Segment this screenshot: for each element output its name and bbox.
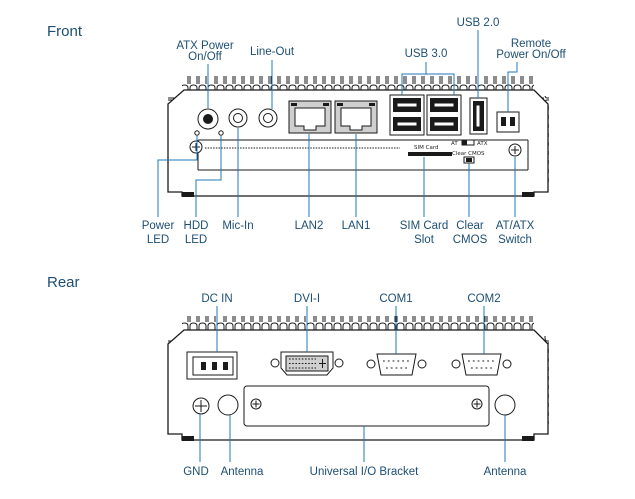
usb30-leader — [401, 62, 455, 95]
at-print: AT — [451, 141, 458, 147]
atx-power-button-core — [203, 114, 213, 124]
dvi-screw-left — [270, 358, 280, 368]
dvi-screw-right — [334, 358, 344, 368]
lan2-socket — [294, 107, 326, 131]
hdd-led-leader — [195, 136, 222, 217]
lan1-led-left — [337, 103, 343, 106]
dvi-analog-pins — [319, 359, 326, 368]
lan2-led-left — [291, 103, 297, 106]
com1-label: COM1 — [379, 293, 412, 305]
mic-in-label: Mic-In — [222, 220, 253, 232]
remote-power-connector — [496, 111, 520, 133]
rear-panel — [167, 316, 549, 441]
remote-power-label-2: Power On/Off — [496, 49, 566, 61]
com2-screw-right — [502, 359, 512, 369]
rear-section-title: Rear — [47, 274, 80, 291]
com1-port — [376, 353, 417, 376]
front-screw-right-slot — [511, 146, 519, 154]
dvi-label: DVI-I — [294, 293, 320, 305]
rear-foot-right — [522, 436, 534, 441]
com2-label: COM2 — [467, 293, 500, 305]
front-foot-right — [522, 192, 534, 197]
usb30-port-3-tongue — [433, 102, 455, 108]
remote-power-leader — [507, 62, 518, 112]
sim-slot-label-2: Slot — [414, 234, 435, 246]
remote-power-label-1: Remote — [511, 38, 551, 50]
usb20-tongue — [475, 104, 481, 128]
front-leaders — [157, 30, 518, 217]
front-lower-panel — [197, 139, 529, 171]
sim-card-slot — [408, 152, 452, 156]
rear-top-fins — [182, 316, 534, 332]
dc-in-pin-2 — [212, 362, 217, 370]
rear-leaders — [199, 306, 506, 462]
rear-foot-left — [182, 436, 194, 441]
dvi-pins — [289, 358, 316, 369]
antenna-hole-right — [494, 394, 516, 416]
lan2-led-right — [323, 103, 329, 106]
hdd-led — [218, 130, 224, 136]
lan2-label: LAN2 — [295, 220, 324, 232]
usb30-port-2-tongue — [396, 121, 418, 127]
clear-cmos-label-2: CMOS — [453, 234, 488, 246]
at-atx-label-1: AT/ATX — [496, 220, 535, 232]
front-section-title: Front — [47, 23, 83, 40]
hdd-led-label-1: HDD — [184, 220, 209, 232]
power-led-label-2: LED — [147, 234, 169, 246]
gnd-screw-slot — [195, 400, 207, 412]
com1-screw-right — [417, 359, 427, 369]
line-out-jack-inner — [263, 113, 273, 123]
line-out-label: Line-Out — [250, 46, 295, 58]
hdd-led-label-2: LED — [185, 234, 207, 246]
com2-port — [461, 353, 502, 376]
clear-cmos-label-1: Clear — [456, 220, 484, 232]
sim-slot-label-1: SIM Card — [400, 220, 449, 232]
dc-in-pin-1 — [201, 362, 206, 370]
antenna-left-label: Antenna — [221, 466, 264, 478]
dc-in-label: DC IN — [201, 293, 232, 305]
com2-screw-left — [451, 359, 461, 369]
power-led — [194, 130, 200, 136]
lan1-socket — [340, 107, 372, 131]
dvi-pin-field — [285, 355, 329, 372]
usb20-label: USB 2.0 — [457, 17, 500, 29]
front-foot-left — [182, 192, 194, 197]
at-atx-label-2: Switch — [498, 234, 532, 246]
mic-in-jack-inner — [233, 113, 243, 123]
atx-power-label-2: On/Off — [188, 51, 222, 63]
usb30-label: USB 3.0 — [405, 48, 448, 60]
usb30-port-4-tongue — [433, 121, 455, 127]
remote-power-pin-1 — [501, 117, 506, 126]
atx-power-label-1: ATX Power — [176, 40, 233, 52]
gnd-label: GND — [183, 466, 209, 478]
dc-in-pin-3 — [223, 362, 228, 370]
remote-power-pin-2 — [510, 117, 515, 126]
bracket-screw-left-slot — [252, 400, 260, 408]
bracket-screw-right-slot — [473, 400, 481, 408]
sim-card-print: SIM Card — [414, 145, 438, 151]
power-led-label-1: Power — [142, 220, 175, 232]
usb30-port-1-tongue — [396, 102, 418, 108]
com1-screw-left — [366, 359, 376, 369]
com2-pins — [468, 360, 495, 369]
power-led-leader — [157, 136, 198, 217]
clear-cmos-jumper-cap — [466, 158, 472, 162]
lan1-label: LAN1 — [342, 220, 371, 232]
com1-pins — [383, 360, 410, 369]
universal-io-bracket — [243, 385, 490, 427]
front-panel: SIM Card AT ATX Clear CMOS — [167, 76, 549, 197]
front-top-fins — [182, 76, 534, 92]
atx-print: ATX — [477, 141, 488, 147]
front-labels: ATX Power On/Off Line-Out USB 2.0 USB 3.… — [142, 17, 567, 246]
clear-cmos-print: Clear CMOS — [452, 151, 485, 157]
antenna-right-label: Antenna — [484, 466, 527, 478]
at-atx-slider-knob — [462, 140, 467, 145]
antenna-hole-left — [217, 394, 239, 416]
bracket-label: Universal I/O Bracket — [310, 466, 419, 478]
lan1-led-right — [369, 103, 375, 106]
front-screw-left-slot — [192, 143, 200, 151]
rear-labels: DC IN DVI-I COM1 COM2 GND Antenna Univer… — [183, 293, 527, 478]
